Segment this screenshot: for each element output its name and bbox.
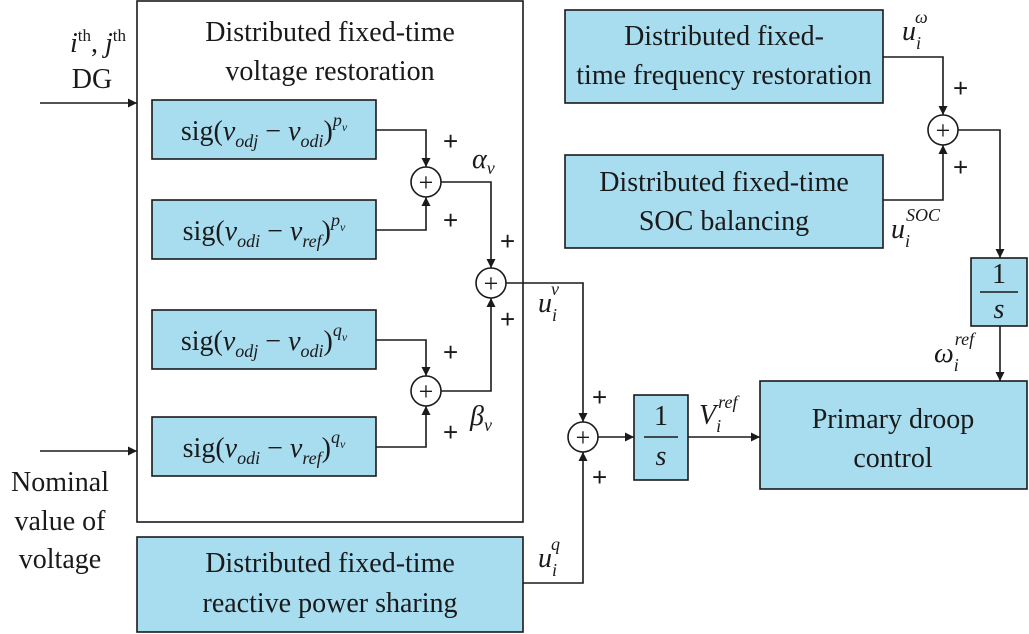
svg-text:Distributed fixed-: Distributed fixed- [624,21,824,52]
input-dg-label: DG [72,64,112,95]
voltage-block-title-line2: voltage restoration [225,56,434,87]
sig-term-1: sig(vodj − vodi)pv [181,110,348,151]
reactive-power-sharing-box: Distributed fixed-time reactive power sh… [136,536,524,633]
sign-plus: + [953,73,968,103]
voltage-restoration-frame [136,0,524,523]
svg-text:Distributed fixed-time: Distributed fixed-time [205,548,455,579]
frequency-restoration-box: Distributed fixed- time frequency restor… [564,9,884,104]
wire-sig1-to-sum1 [376,129,431,167]
svg-text:+: + [419,377,434,406]
sig-box-3: sig(vodj − vodi)qv [151,309,377,370]
sum-junction-uv: + [475,267,507,299]
svg-text:Primary droop: Primary droop [812,404,975,435]
primary-droop-control-box: Primary droop control [759,380,1028,490]
voltage-block-title-line1: Distributed fixed-time [205,17,455,48]
nominal-label-line3: voltage [19,544,101,575]
v-ref-label: Viref [699,392,740,436]
input-ij-dg-label: ith, jth [70,26,127,59]
sign-plus: + [500,304,515,334]
svg-text:+: + [419,168,434,197]
u-v-label: uiv [538,279,559,325]
wire-sig4-to-sum2 [376,406,431,448]
wire-sig3-to-sum2 [376,339,431,376]
svg-text:+: + [576,423,591,452]
sum-junction-frequency: + [927,114,959,146]
sig-term-4: sig(vodi − vref)qv [183,427,346,468]
sum-junction-alpha: + [410,166,442,198]
svg-text:time frequency restoration: time frequency restoration [576,60,871,91]
integrator-voltage: 1 s [633,394,689,481]
svg-text:1: 1 [654,401,668,432]
sum-junction-beta: + [410,375,442,407]
sign-plus: + [443,337,458,367]
svg-text:1: 1 [992,259,1006,290]
sig-box-1: sig(vodj − vodi)pv [151,99,377,160]
sig-term-3: sig(vodj − vodi)qv [181,320,348,361]
wire-beta-to-sum3 [441,298,496,392]
omega-ref-label: ωiref [934,329,977,375]
sign-plus: + [592,462,607,492]
svg-text:s: s [994,294,1005,325]
soc-balancing-box: Distributed fixed-time SOC balancing [564,154,884,249]
alpha-v-label: αv [472,144,495,178]
svg-text:+: + [484,269,499,298]
wire-uq-to-sum4 [523,452,588,584]
sign-plus: + [443,126,458,156]
svg-text:control: control [853,443,933,474]
svg-text:reactive power sharing: reactive power sharing [203,588,458,619]
svg-text:SOC balancing: SOC balancing [639,206,809,237]
svg-text:+: + [936,116,951,145]
sign-plus: + [592,382,607,412]
u-omega-label: uiω [902,7,928,53]
wire-usoc-to-sum5 [883,145,948,201]
svg-text:s: s [656,441,667,472]
sign-plus: + [953,152,968,182]
wire-uomega-to-sum5 [883,56,948,115]
svg-text:Distributed fixed-time: Distributed fixed-time [599,167,849,198]
u-soc-label: uiSOC [891,205,941,251]
sign-plus: + [443,417,458,447]
sig-box-4: sig(vodi − vref)qv [151,416,377,477]
nominal-label-line1: Nominal [11,467,109,498]
sig-term-2: sig(vodi − vref)pv [183,210,346,251]
sig-box-2: sig(vodi − vref)pv [151,199,377,260]
wire-alpha-to-sum3 [441,181,496,268]
wire-sum5-to-integrator [958,129,1005,258]
sum-junction-vref: + [567,421,599,453]
sign-plus: + [443,205,458,235]
sign-plus: + [500,226,515,256]
wire-uv-to-sum4 [506,282,588,422]
beta-v-label: βv [469,401,492,435]
integrator-frequency: 1 s [970,257,1028,327]
wire-sig2-to-sum1 [376,197,431,231]
u-q-label: uiq [538,534,560,580]
nominal-label-line2: value of [15,506,107,537]
